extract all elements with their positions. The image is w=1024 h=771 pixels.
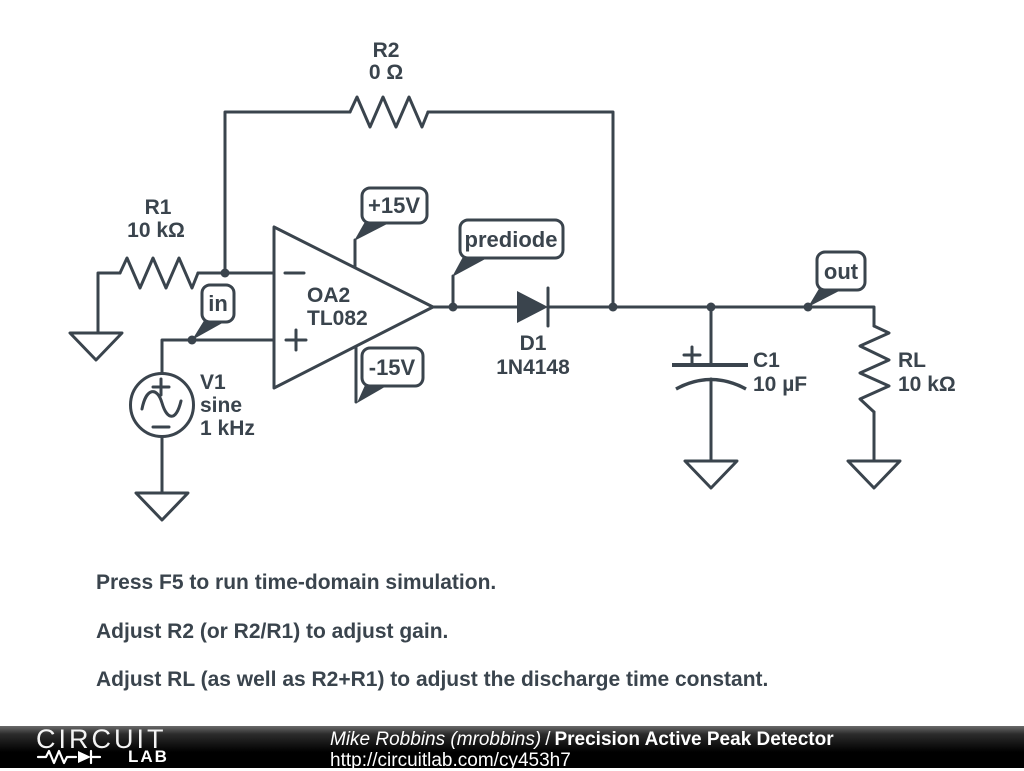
circuitlab-footer-bar: CIRCUIT LAB Mike Robbins (mrobbins)/Prec… — [0, 724, 1024, 770]
diode-d1: D1 1N4148 — [496, 286, 570, 379]
rl-value: 10 kΩ — [898, 373, 956, 396]
d1-name: D1 — [520, 332, 547, 355]
v1-freq: 1 kHz — [200, 417, 255, 440]
source-plus-mark — [151, 377, 171, 397]
d1-model: 1N4148 — [496, 356, 570, 379]
flag-pointer — [452, 255, 489, 277]
voltage-source-v1: V1 sine 1 kHz — [129, 371, 255, 440]
resistor-rl: RL 10 kΩ — [858, 324, 956, 414]
diode-arrow-icon — [517, 291, 548, 323]
circuitlab-logo-word: CIRCUIT — [36, 724, 167, 754]
footer-attribution: Mike Robbins (mrobbins)/Precision Active… — [330, 730, 834, 749]
flag-pointer — [357, 383, 390, 403]
r1-value: 10 kΩ — [127, 219, 185, 242]
footer-circuit-title: Precision Active Peak Detector — [554, 729, 834, 750]
ground-icon — [68, 331, 124, 362]
flag-pointer — [192, 319, 226, 340]
r2-name: R2 — [373, 39, 400, 62]
junction-dot — [608, 302, 618, 312]
junction-dot — [448, 302, 458, 312]
footer-url-link[interactable]: http://circuitlab.com/cy453h7 — [330, 750, 571, 771]
flag-pointer — [354, 220, 391, 241]
flag-in: in — [192, 283, 236, 340]
flag-out-label: out — [824, 259, 859, 284]
c1-value: 10 µF — [753, 373, 807, 396]
note-adjust-gain: Adjust R2 (or R2/R1) to adjust gain. — [96, 620, 449, 643]
rl-name: RL — [898, 349, 926, 372]
r1-name: R1 — [145, 196, 172, 219]
flag-prediode: prediode — [452, 218, 565, 277]
ground-icon — [683, 459, 739, 490]
sine-wave-icon — [140, 390, 183, 418]
ground-icon — [134, 491, 190, 522]
r2-value: 0 Ω — [369, 61, 403, 84]
v1-name: V1 — [200, 371, 226, 394]
flag-out: out — [808, 250, 867, 307]
flag-box — [815, 250, 867, 292]
opamp-name: OA2 — [307, 284, 350, 307]
wire — [96, 271, 122, 335]
resistor-r1: R1 10 kΩ — [118, 196, 200, 290]
flag-box — [360, 346, 425, 388]
ground-icon — [846, 459, 902, 490]
flag-in-label: in — [208, 291, 228, 316]
opamp-oa2: OA2 TL082 — [272, 225, 435, 390]
grounds — [68, 331, 902, 522]
footer-separator: / — [545, 729, 551, 750]
flag-pointer — [808, 287, 843, 307]
note-adjust-time-constant: Adjust RL (as well as R2+R1) to adjust t… — [96, 668, 769, 691]
c1-name: C1 — [753, 349, 780, 372]
resistor-r2: R2 0 Ω — [348, 39, 430, 129]
footer-author: Mike Robbins (mrobbins) — [330, 729, 542, 750]
flag-box — [360, 186, 429, 225]
wires — [96, 110, 876, 495]
wire — [223, 110, 352, 275]
circuitlab-logo-sub: LAB — [128, 747, 169, 766]
flag-vminus-label: -15V — [369, 355, 416, 380]
resistor-zigzag-icon — [348, 95, 430, 129]
wire — [546, 305, 876, 328]
noninverting-input-mark — [284, 328, 308, 352]
junction-dot — [706, 302, 716, 312]
flag-prediode-label: prediode — [465, 227, 558, 252]
junction-dot — [220, 268, 230, 278]
wire — [426, 110, 615, 309]
flag-box — [200, 283, 236, 324]
circuit-schematic: R1 10 kΩ R2 0 Ω RL 10 kΩ OA2 TL082 D1 1N… — [68, 39, 956, 522]
opamp-triangle-icon — [272, 225, 435, 390]
note-run-simulation: Press F5 to run time-domain simulation. — [96, 571, 497, 594]
flag-box — [458, 218, 565, 260]
cap-plus-mark — [682, 345, 702, 365]
flag-vplus: +15V — [354, 186, 429, 241]
v1-type: sine — [200, 394, 242, 417]
wire — [160, 338, 276, 375]
footer-text: Mike Robbins (mrobbins)/Precision Active… — [330, 730, 834, 770]
cap-bottom-plate — [675, 377, 747, 391]
resistor-zigzag-icon — [118, 256, 200, 290]
opamp-model: TL082 — [307, 307, 368, 330]
resistor-diode-logo-icon — [36, 749, 102, 765]
circuitlab-logo: CIRCUIT LAB — [36, 724, 186, 766]
capacitor-c1: C1 10 µF — [672, 345, 807, 396]
resistor-zigzag-icon — [858, 324, 891, 414]
flag-vminus: -15V — [357, 346, 425, 403]
flag-vplus-label: +15V — [368, 193, 420, 218]
